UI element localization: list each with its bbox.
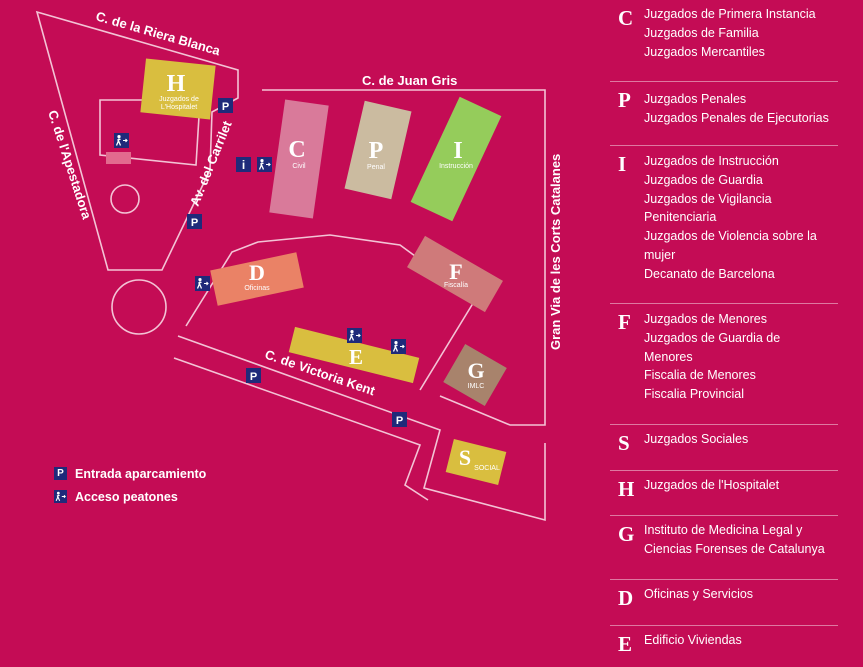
index-item: Juzgados Penales bbox=[644, 92, 747, 106]
svg-text:SOCIAL: SOCIAL bbox=[474, 465, 500, 472]
index-item: Juzgados de Familia bbox=[644, 25, 759, 40]
index-entry-f[interactable]: F Juzgados de Menores Juzgados de Guardi… bbox=[610, 304, 838, 425]
parking-icon: P bbox=[54, 467, 67, 480]
building-index: C Juzgados de Primera Instancia Juzgados… bbox=[610, 0, 838, 666]
svg-text:P: P bbox=[369, 138, 384, 164]
svg-text:F: F bbox=[449, 259, 462, 284]
legend-parking: P Entrada aparcamiento bbox=[54, 462, 206, 485]
parking-marker[interactable]: P bbox=[187, 214, 202, 229]
index-entry-c[interactable]: C Juzgados de Primera Instancia Juzgados… bbox=[610, 0, 838, 82]
pedestrian-icon bbox=[54, 490, 67, 503]
street-corts-catalanes: Gran Via de les Corts Catalanes bbox=[548, 154, 563, 350]
building-e[interactable]: E bbox=[288, 326, 420, 384]
building-i[interactable]: I Instrucción bbox=[410, 96, 502, 222]
index-entry-i[interactable]: I Juzgados de Instrucción Juzgados de Gu… bbox=[610, 146, 838, 304]
index-letter: G bbox=[618, 522, 635, 546]
index-item: Juzgados de Violencia sobre la bbox=[644, 229, 817, 244]
parking-marker[interactable]: P bbox=[392, 412, 407, 427]
parking-marker[interactable]: P bbox=[246, 368, 261, 383]
index-entry-h[interactable]: H Juzgados de l'Hospitalet bbox=[610, 471, 838, 516]
index-letter: E bbox=[618, 632, 633, 656]
index-item: Fiscalia Provincial bbox=[644, 387, 745, 402]
building-p[interactable]: P Penal bbox=[344, 100, 412, 200]
svg-text:S: S bbox=[459, 445, 471, 470]
index-item: Oficinas y Servicios bbox=[644, 587, 754, 601]
index-item: Juzgados de Instrucción bbox=[644, 154, 779, 168]
index-item: Fiscalia de Menores bbox=[644, 368, 756, 383]
legend-pedestrian-label: Acceso peatones bbox=[75, 489, 178, 504]
svg-text:P: P bbox=[250, 371, 257, 383]
pedestrian-access-icon[interactable] bbox=[113, 132, 130, 149]
street-juan-gris: C. de Juan Gris bbox=[362, 73, 457, 88]
index-item: Juzgados de l'Hospitalet bbox=[644, 478, 780, 492]
svg-text:G: G bbox=[467, 358, 484, 383]
index-letter: H bbox=[618, 477, 635, 501]
index-letter: I bbox=[618, 152, 627, 176]
index-item: Juzgados de Guardia de bbox=[644, 330, 781, 345]
svg-text:Oficinas: Oficinas bbox=[244, 285, 270, 292]
svg-text:P: P bbox=[191, 217, 198, 229]
index-item: Ciencias Forenses de Catalunya bbox=[644, 541, 825, 556]
svg-text:H: H bbox=[167, 71, 186, 97]
index-entry-p[interactable]: P Juzgados Penales Juzgados Penales de E… bbox=[610, 82, 838, 146]
index-entry-s[interactable]: S Juzgados Sociales bbox=[610, 425, 838, 471]
index-letter: S bbox=[618, 431, 630, 455]
index-letter: F bbox=[618, 310, 631, 334]
index-item: Juzgados de Vigilancia bbox=[644, 191, 772, 206]
svg-text:D: D bbox=[249, 260, 265, 285]
small-lot bbox=[106, 152, 131, 164]
svg-text:Civil: Civil bbox=[292, 163, 306, 170]
svg-text:Instrucción: Instrucción bbox=[439, 163, 473, 170]
svg-text:L'Hospitalet: L'Hospitalet bbox=[161, 104, 197, 111]
svg-text:I: I bbox=[453, 138, 462, 164]
svg-text:P: P bbox=[396, 415, 403, 427]
street-apestadora: C. de l'Apestadora bbox=[45, 108, 95, 221]
legend-parking-label: Entrada aparcamiento bbox=[75, 466, 207, 481]
index-letter: P bbox=[618, 88, 631, 112]
index-item: Juzgados Mercantiles bbox=[644, 44, 765, 59]
svg-text:IMLC: IMLC bbox=[468, 383, 485, 390]
index-letter: D bbox=[618, 586, 634, 610]
building-h[interactable]: H Juzgados de L'Hospitalet bbox=[140, 58, 216, 120]
parking-marker[interactable]: P bbox=[218, 98, 233, 113]
index-item: Juzgados de Guardia bbox=[644, 172, 763, 187]
campus-map: C. de la Riera Blanca C. de l'Apestadora… bbox=[35, 8, 563, 522]
index-item: Juzgados Penales de Ejecutorias bbox=[644, 110, 829, 125]
pedestrian-access-icon[interactable] bbox=[346, 327, 363, 344]
index-item: Instituto de Medicina Legal y bbox=[644, 523, 803, 537]
index-entry-e[interactable]: E Edificio Viviendas bbox=[610, 626, 838, 666]
index-item: Juzgados Sociales bbox=[644, 432, 749, 446]
index-letter: C bbox=[618, 6, 634, 30]
index-item: Penitenciaria bbox=[644, 210, 717, 225]
index-item: mujer bbox=[644, 247, 676, 262]
svg-text:E: E bbox=[349, 345, 363, 369]
info-marker[interactable]: i bbox=[236, 157, 251, 172]
index-entry-d[interactable]: D Oficinas y Servicios bbox=[610, 580, 838, 626]
legend-pedestrian: Acceso peatones bbox=[54, 485, 206, 508]
svg-text:C: C bbox=[288, 137, 305, 163]
map-legend: P Entrada aparcamiento Acceso peatones bbox=[54, 462, 206, 508]
svg-text:Fiscalía: Fiscalía bbox=[444, 282, 468, 289]
building-c[interactable]: C Civil bbox=[269, 99, 329, 219]
index-item: Juzgados de Menores bbox=[644, 312, 767, 326]
index-item: Juzgados de Primera Instancia bbox=[644, 7, 816, 21]
index-item: Edificio Viviendas bbox=[644, 633, 742, 647]
building-f[interactable]: F Fiscalía bbox=[407, 235, 503, 313]
index-item: Menores bbox=[644, 349, 693, 364]
index-entry-g[interactable]: G Instituto de Medicina Legal y Ciencias… bbox=[610, 516, 838, 580]
svg-text:i: i bbox=[242, 158, 245, 172]
pedestrian-access-icon[interactable] bbox=[256, 156, 273, 173]
pedestrian-access-icon[interactable] bbox=[194, 275, 211, 292]
index-item: Decanato de Barcelona bbox=[644, 266, 775, 281]
svg-text:Penal: Penal bbox=[367, 164, 385, 171]
svg-text:P: P bbox=[222, 101, 229, 113]
pedestrian-access-icon[interactable] bbox=[390, 338, 407, 355]
building-s[interactable]: S SOCIAL bbox=[445, 438, 507, 486]
building-g[interactable]: G IMLC bbox=[443, 343, 507, 407]
svg-text:Juzgados de: Juzgados de bbox=[159, 96, 199, 103]
building-d[interactable]: D Oficinas bbox=[210, 252, 304, 306]
